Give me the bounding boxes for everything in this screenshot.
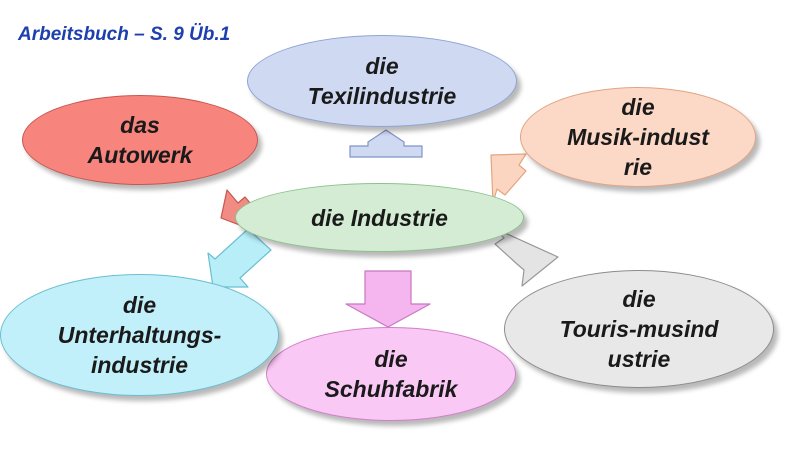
node-musikindustrie: die Musik-indust rie xyxy=(520,87,756,187)
node-label-line: Texilindustrie xyxy=(307,83,457,109)
node-label-line: Musik-indust xyxy=(567,124,709,150)
node-label-line: rie xyxy=(623,154,653,180)
node-label-line: Unterhaltungs- xyxy=(57,322,222,348)
node-unterhaltungsindustrie: die Unterhaltungs- industrie xyxy=(0,274,279,396)
arrow-to-musik xyxy=(490,153,527,204)
arrow-to-shoe xyxy=(345,270,431,328)
page-title: Arbeitsbuch – S. 9 Üb.1 xyxy=(18,24,231,45)
node-label-line: industrie xyxy=(90,352,189,378)
node-label-line: die xyxy=(622,286,656,312)
arrow-to-texil xyxy=(349,129,423,158)
node-texilindustrie: die Texilindustrie xyxy=(247,35,517,127)
node-label-line: die xyxy=(621,94,655,120)
node-autowerk: das Autowerk xyxy=(22,95,258,185)
center-node-industrie: die Industrie xyxy=(235,183,524,252)
node-schuhfabrik: die Schuhfabrik xyxy=(266,327,516,421)
node-label-line: das xyxy=(120,112,160,138)
node-label-line: Autowerk xyxy=(87,142,193,168)
arrow-to-tour xyxy=(493,227,559,287)
arrow-to-unter xyxy=(207,228,272,288)
node-label-line: die xyxy=(365,53,399,79)
node-label-line: Schuhfabrik xyxy=(324,376,458,402)
node-label-line: die xyxy=(122,292,157,318)
node-tourismusindustrie: die Touris-musind ustrie xyxy=(504,270,774,388)
center-node-label: die Industrie xyxy=(311,204,448,231)
node-label-line: die xyxy=(374,346,408,372)
node-label-line: ustrie xyxy=(607,346,671,372)
node-label-line: Touris-musind xyxy=(559,316,719,342)
